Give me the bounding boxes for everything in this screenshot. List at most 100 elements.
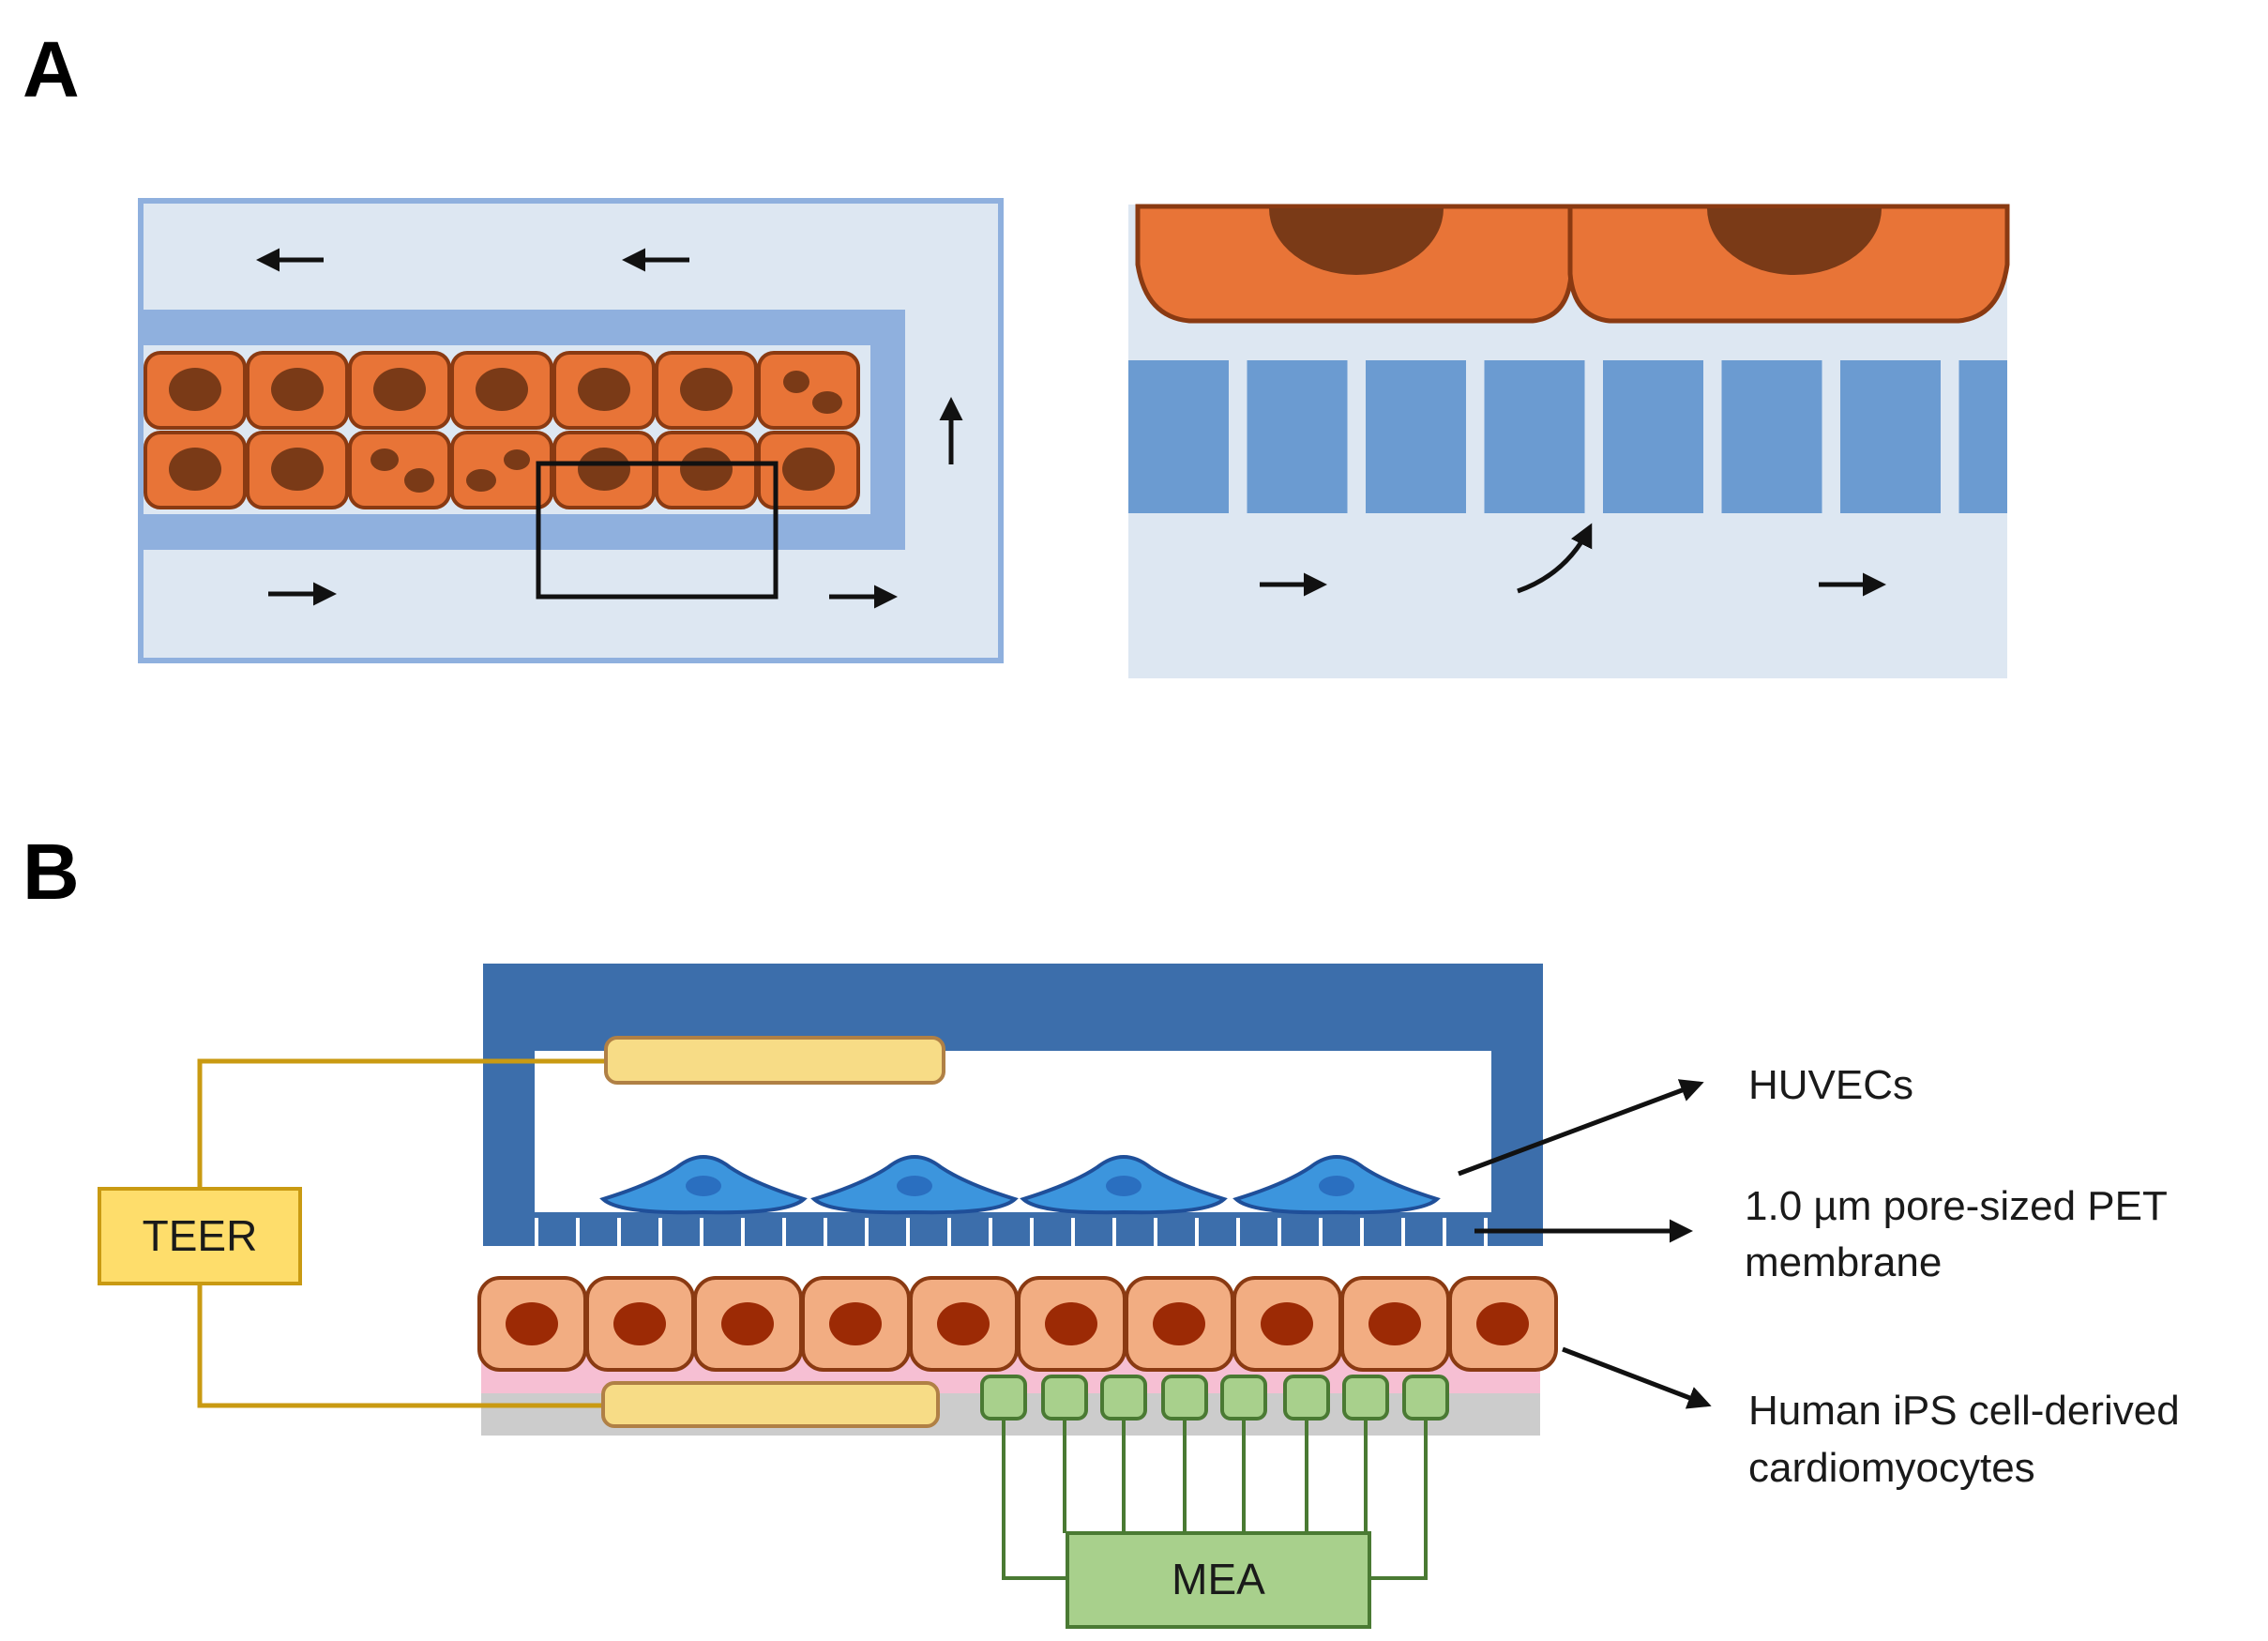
pet-strip (483, 1212, 1543, 1246)
small-nucleus (271, 368, 324, 411)
panel-letter-a: A (23, 25, 80, 114)
cardio-nucleus (506, 1302, 558, 1345)
small-cell (757, 431, 860, 509)
large-nucleus-left (1269, 208, 1444, 275)
cardiomyocyte-cell (585, 1276, 695, 1372)
membrane-pore (1278, 1218, 1281, 1246)
mea-electrode (1402, 1375, 1449, 1421)
bottom-electrode (601, 1381, 940, 1428)
cardio-nucleus (1261, 1302, 1313, 1345)
membrane-pore (658, 1218, 662, 1246)
cardio-pointer (1562, 1346, 1712, 1409)
small-nucleus (680, 368, 733, 411)
membrane-pore (535, 1218, 538, 1246)
membrane-pore (947, 1218, 951, 1246)
cardio-nucleus (1368, 1302, 1421, 1345)
small-nucleus (504, 449, 530, 470)
small-cell (348, 431, 451, 509)
cardiomyocyte-cell (909, 1276, 1019, 1372)
huvec-cell (1232, 1155, 1441, 1215)
membrane-block (1128, 360, 1229, 513)
membrane-pore (700, 1218, 703, 1246)
device-cross-section: TEER MEA HUVECs 1.0 µm pore-sized PET me… (98, 964, 2180, 1629)
teer-label: TEER (143, 1211, 258, 1260)
mea-electrode (1161, 1375, 1208, 1421)
membrane-pore (1401, 1218, 1405, 1246)
membrane-block (1958, 360, 2007, 513)
mea-box: MEA (1066, 1531, 1371, 1629)
huvec-cell (599, 1155, 808, 1215)
cardiomyocyte-cell (1448, 1276, 1558, 1372)
huvec-layer (599, 1155, 1441, 1215)
membrane-block (1721, 360, 1822, 513)
mea-electrode (1100, 1375, 1147, 1421)
huvec-nucleus (1106, 1176, 1142, 1196)
small-nucleus (271, 448, 324, 491)
cardio-nucleus (937, 1302, 990, 1345)
membrane-pore (1195, 1218, 1199, 1246)
panel-letter-b: B (23, 828, 80, 916)
device-top-chamber (483, 964, 1543, 1246)
small-nucleus (373, 368, 426, 411)
membrane-block (1840, 360, 1941, 513)
large-nucleus-right (1707, 208, 1882, 275)
membrane-block (1484, 360, 1585, 513)
small-nucleus (169, 448, 221, 491)
membrane-pore (1071, 1218, 1075, 1246)
cardiomyocyte-cell (801, 1276, 911, 1372)
huvec-nucleus (1319, 1176, 1354, 1196)
inner-membrane-u (141, 310, 905, 550)
cardiomyocyte-cell (477, 1276, 587, 1372)
transmigration-arrow (1517, 523, 1593, 594)
membrane-pore (824, 1218, 827, 1246)
cardio-label-line1: Human iPS cell-derived (1748, 1388, 2180, 1434)
membrane-pore (865, 1218, 869, 1246)
membrane-pore (1443, 1218, 1446, 1246)
small-nucleus (476, 368, 528, 411)
cardio-nucleus (1153, 1302, 1205, 1345)
small-nucleus (169, 368, 221, 411)
small-nucleus (466, 469, 496, 492)
membrane-pore (1112, 1218, 1116, 1246)
cell-monolayer (144, 351, 860, 509)
huvec-cell (810, 1155, 1019, 1215)
small-nucleus (783, 371, 809, 393)
small-nucleus (812, 391, 842, 414)
pet-membrane (483, 1212, 1543, 1246)
small-cell (757, 351, 860, 430)
small-nucleus (404, 468, 434, 493)
small-cell (655, 351, 758, 430)
cardiomyocyte-layer (477, 1276, 1558, 1372)
small-nucleus (578, 368, 630, 411)
membrane-block (1366, 360, 1466, 513)
cardiomyocyte-cell (1125, 1276, 1234, 1372)
membrane-pore (1319, 1218, 1323, 1246)
mea-electrode (1220, 1375, 1267, 1421)
huvec-nucleus (897, 1176, 932, 1196)
mea-electrode (980, 1375, 1027, 1421)
cardio-nucleus (613, 1302, 666, 1345)
huvec-cell (1020, 1155, 1228, 1215)
membrane-label-line1: 1.0 µm pore-sized PET (1745, 1183, 2168, 1229)
small-cell (144, 351, 247, 430)
mea-electrode (1283, 1375, 1330, 1421)
zoom-box (536, 461, 779, 600)
cardio-nucleus (721, 1302, 774, 1345)
small-cell (348, 351, 451, 430)
mea-label: MEA (1172, 1555, 1265, 1603)
membrane-pore (1236, 1218, 1240, 1246)
cardiomyocyte-cell (693, 1276, 803, 1372)
small-cell (552, 431, 656, 509)
membrane-pore (1360, 1218, 1364, 1246)
zoomed-section (1128, 204, 2010, 678)
top-electrode (604, 1036, 945, 1085)
small-nucleus (370, 448, 399, 471)
huvecs-label: HUVECs (1748, 1062, 1913, 1108)
membrane-pore (906, 1218, 910, 1246)
mea-electrode (1041, 1375, 1088, 1421)
teer-box: TEER (98, 1187, 302, 1285)
cardio-nucleus (1476, 1302, 1529, 1345)
mea-electrode (1342, 1375, 1389, 1421)
